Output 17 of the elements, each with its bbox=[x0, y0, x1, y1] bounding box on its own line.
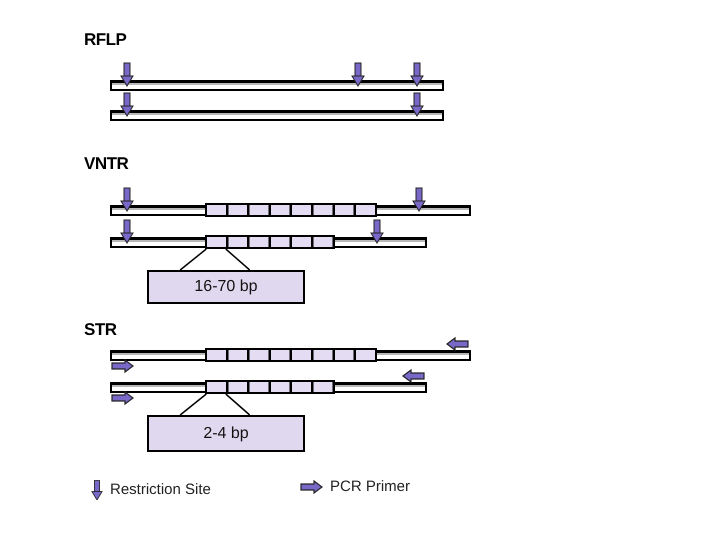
tandem-repeat-region bbox=[205, 203, 378, 217]
legend-label: Restriction Site bbox=[110, 480, 211, 498]
repeat-size-box bbox=[147, 415, 305, 452]
zoom-line bbox=[225, 393, 250, 416]
repeat-size-label: 2-4 bp bbox=[203, 424, 249, 442]
section-title: STR bbox=[84, 320, 116, 340]
zoom-line bbox=[180, 393, 207, 416]
tandem-repeat-region bbox=[205, 235, 335, 249]
repeat-size-box bbox=[147, 270, 305, 304]
section-title: VNTR bbox=[84, 154, 128, 174]
section-title: RFLP bbox=[84, 30, 126, 50]
zoom-line bbox=[180, 248, 207, 271]
repeat-size-label: 16-70 bp bbox=[194, 278, 258, 296]
zoom-line bbox=[225, 248, 250, 271]
tandem-repeat-region bbox=[205, 380, 335, 394]
tandem-repeat-region bbox=[205, 348, 378, 362]
legend-label: PCR Primer bbox=[330, 478, 410, 495]
